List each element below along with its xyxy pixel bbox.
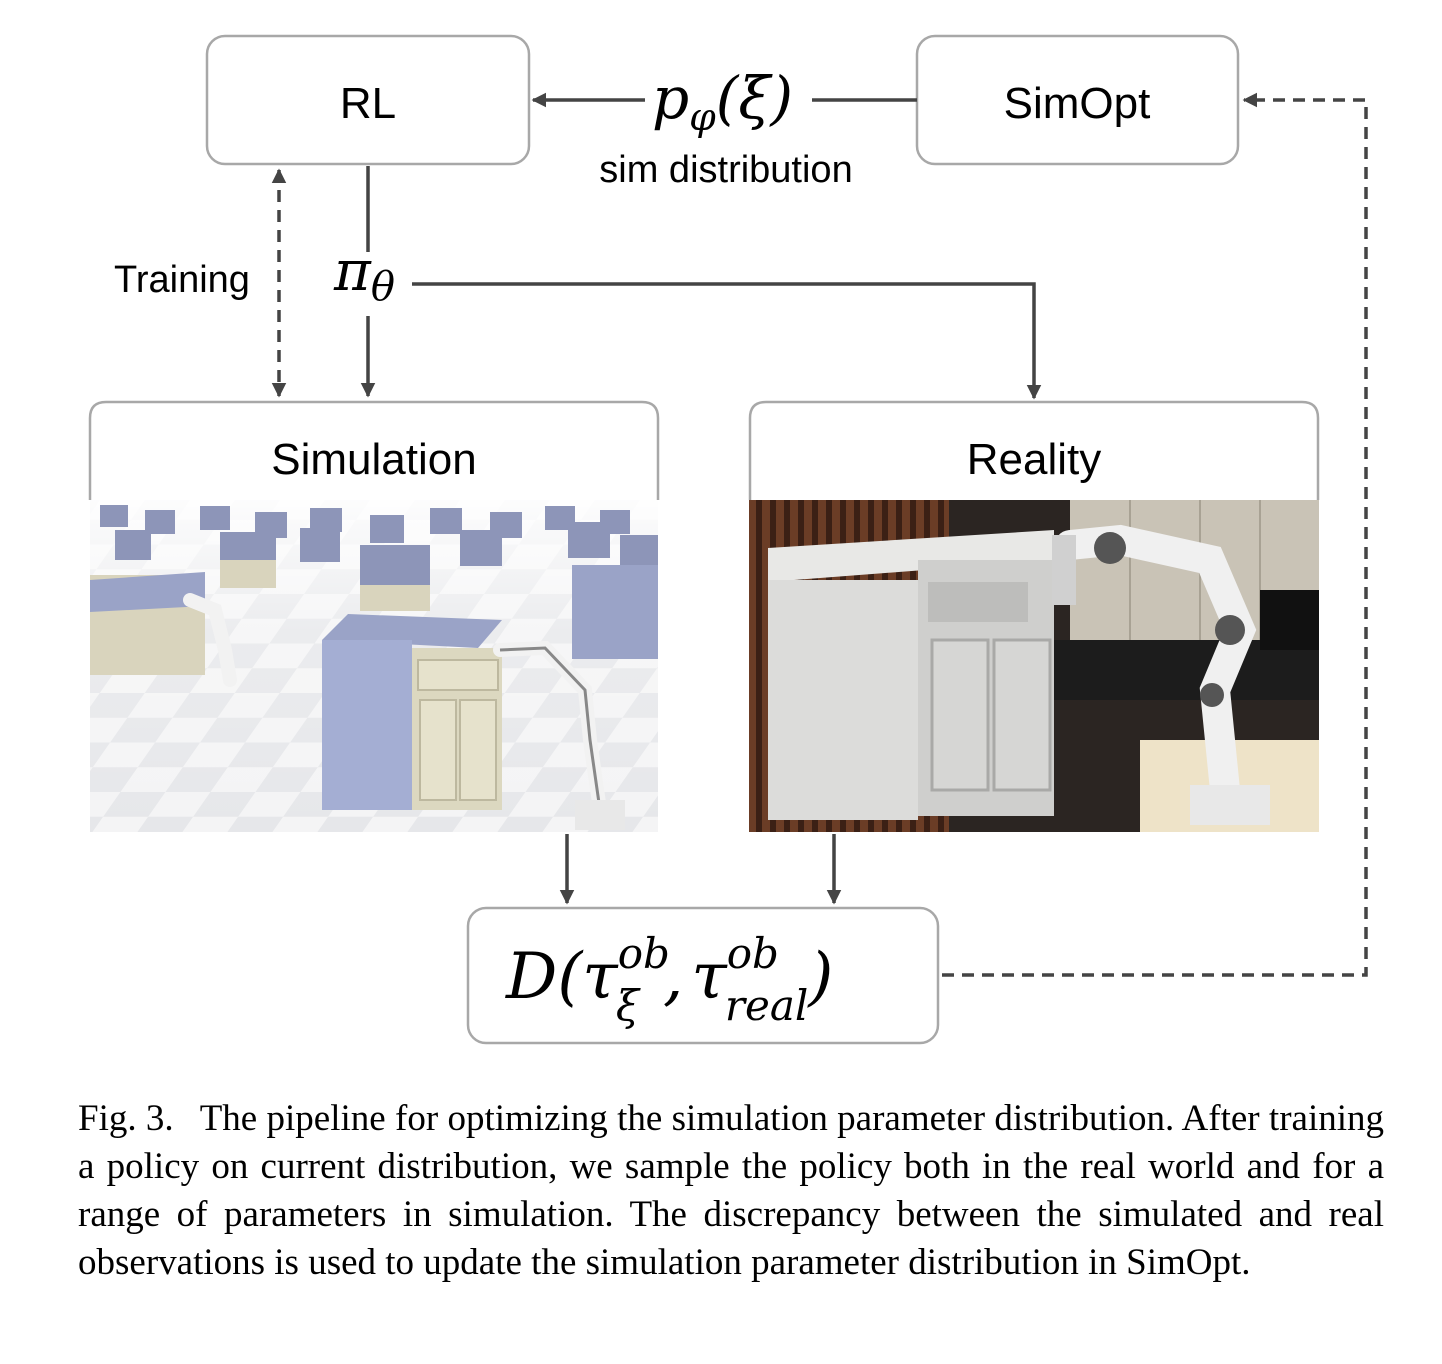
policy-math: πθ	[333, 239, 395, 310]
rl-node: RL	[205, 34, 531, 166]
simulation-panel: Simulation	[88, 400, 660, 832]
reality-image	[749, 500, 1319, 832]
arrow-policy-to-reality	[412, 282, 1042, 400]
reality-panel: Reality	[748, 400, 1320, 832]
simopt-label: SimOpt	[1004, 79, 1151, 128]
figure-caption: Fig. 3.The pipeline for optimizing the s…	[78, 1095, 1384, 1287]
pipeline-diagram: RL SimOpt pφ(ξ) sim distribution πθ Trai…	[88, 34, 1368, 1045]
simulation-image	[90, 500, 658, 832]
caption-text: The pipeline for optimizing the simulati…	[78, 1098, 1385, 1283]
feedback-dashed-arrow	[942, 92, 1368, 977]
simopt-node: SimOpt	[915, 34, 1240, 166]
training-label: Training	[114, 259, 250, 301]
sim-distribution-label: sim distribution	[599, 149, 852, 191]
simulation-label: Simulation	[271, 435, 476, 484]
sim-distribution-math: pφ(ξ)	[652, 64, 793, 139]
reality-label: Reality	[967, 435, 1102, 484]
caption-label: Fig. 3.	[78, 1098, 174, 1139]
rl-label: RL	[340, 79, 396, 128]
